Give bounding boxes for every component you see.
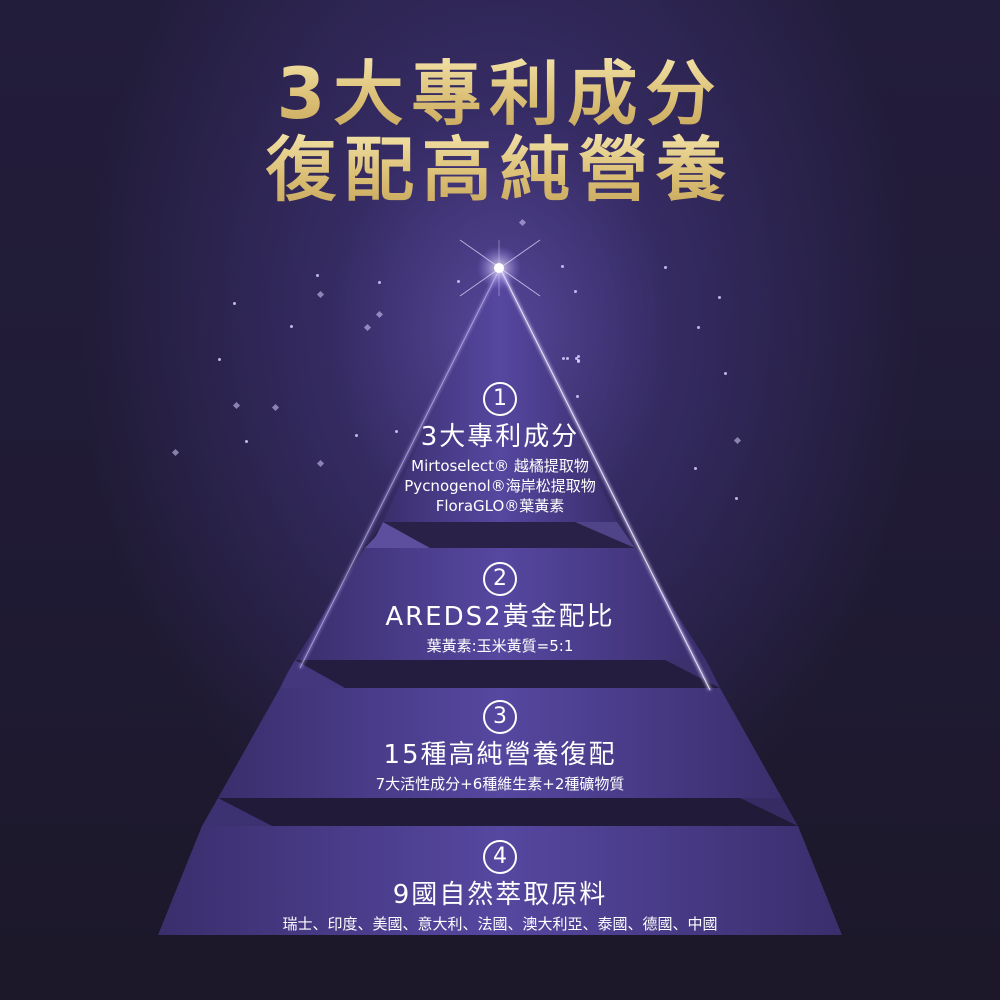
tier-number-badge: 2 bbox=[483, 562, 517, 596]
star-icon bbox=[218, 358, 221, 361]
headline-line-2: 復配高純營養 bbox=[0, 130, 1000, 210]
star-icon bbox=[290, 325, 293, 328]
star-icon bbox=[566, 357, 569, 360]
tier-line: 瑞士、印度、美國、意大利、法國、澳大利亞、泰國、德國、中國 bbox=[282, 915, 718, 933]
star-icon bbox=[697, 326, 700, 329]
star-icon bbox=[576, 395, 579, 398]
tier-line: 7大活性成分+6種維生素+2種礦物質 bbox=[375, 775, 625, 793]
star-icon bbox=[457, 280, 460, 283]
tier-title: AREDS2黃金配比 bbox=[385, 602, 615, 632]
tier-title: 15種高純營養復配 bbox=[383, 740, 617, 770]
tier-number-badge: 3 bbox=[483, 700, 517, 734]
star-icon bbox=[735, 497, 738, 500]
tier-title: 9國自然萃取原料 bbox=[392, 880, 608, 910]
tier-2-shape bbox=[295, 548, 706, 660]
tier-2: 2 AREDS2黃金配比 葉黃素:玉米黃質=5:1 bbox=[0, 562, 1000, 656]
star-icon bbox=[561, 265, 564, 268]
star-icon bbox=[574, 290, 577, 293]
tier-title: 3大專利成分 bbox=[420, 422, 580, 452]
tier-1: 1 3大專利成分 Mirtoselect® 越橘提取物 Pycnogenol®海… bbox=[0, 382, 1000, 516]
star-icon bbox=[395, 430, 398, 433]
star-icon bbox=[233, 302, 236, 305]
tier-line: Mirtoselect® 越橘提取物 bbox=[411, 457, 589, 475]
tier-number-badge: 1 bbox=[483, 382, 517, 416]
tier-3: 3 15種高純營養復配 7大活性成分+6種維生素+2種礦物質 bbox=[0, 700, 1000, 794]
star-icon bbox=[577, 359, 580, 362]
tier-number-badge: 4 bbox=[483, 840, 517, 874]
star-icon bbox=[562, 357, 565, 360]
tier-line: 葉黃素:玉米黃質=5:1 bbox=[426, 637, 574, 655]
star-icon bbox=[724, 372, 727, 375]
star-icon bbox=[718, 296, 721, 299]
star-icon bbox=[316, 274, 319, 277]
headline-line-1: 3大專利成分 bbox=[0, 54, 1000, 134]
star-icon bbox=[355, 434, 358, 437]
apex-star-icon bbox=[459, 239, 541, 297]
star-icon bbox=[378, 281, 381, 284]
star-icon bbox=[694, 467, 697, 470]
tier-line: FloraGLO®葉黃素 bbox=[435, 497, 565, 515]
tier-3-shape bbox=[218, 688, 782, 798]
star-icon bbox=[577, 355, 580, 358]
tier-4: 4 9國自然萃取原料 瑞士、印度、美國、意大利、法國、澳大利亞、泰國、德國、中國 bbox=[0, 840, 1000, 934]
star-icon bbox=[664, 266, 667, 269]
star-icon bbox=[245, 440, 248, 443]
tier-line: Pycnogenol®海岸松提取物 bbox=[404, 477, 596, 495]
star-icon bbox=[575, 357, 578, 360]
tier-4-shape bbox=[158, 826, 842, 935]
